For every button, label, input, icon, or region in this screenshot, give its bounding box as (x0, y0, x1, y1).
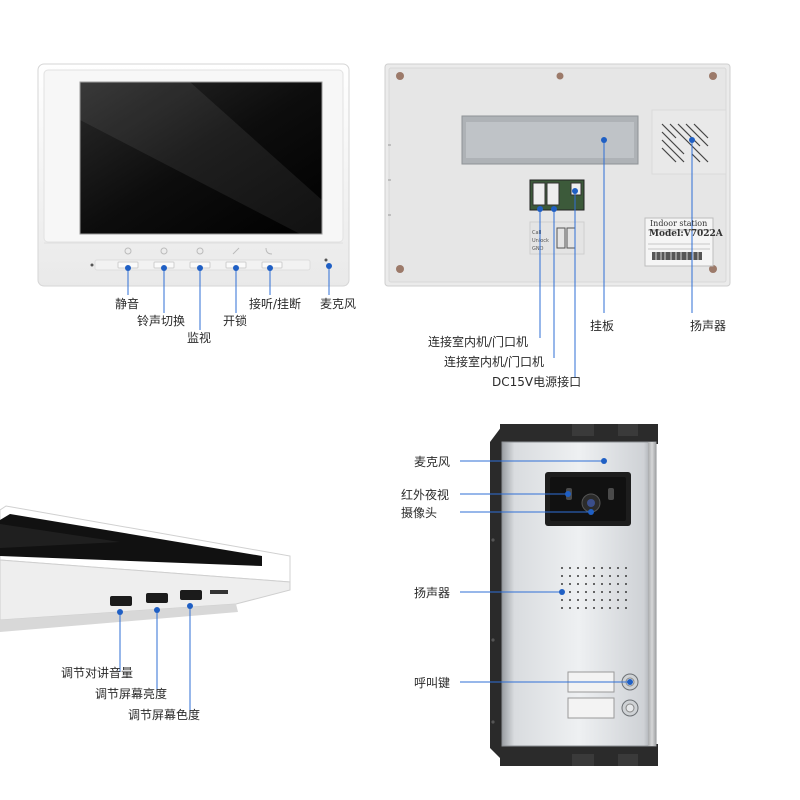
label-connect-2: 连接室内机/门口机 (444, 355, 545, 369)
label-answer-hangup: 接听/挂断 (249, 297, 302, 311)
svg-text:Call: Call (532, 230, 541, 236)
screw-icon (396, 72, 717, 273)
label-call-button: 呼叫键 (414, 676, 451, 690)
nameplate-line1: Indoor station (650, 219, 708, 228)
label-mount: 挂板 (590, 319, 615, 333)
name-card-2 (567, 697, 615, 719)
unlock-icon (232, 247, 240, 255)
mute-icon (124, 247, 132, 255)
label-mute: 静音 (115, 297, 140, 311)
volume-wheel[interactable] (110, 596, 132, 606)
label-ir-night: 红外夜视 (401, 488, 450, 502)
indoor-monitor-back: Call Unlock GND (384, 63, 731, 378)
speaker-holes (561, 567, 627, 609)
label-microphone-outdoor: 麦克风 (414, 455, 451, 469)
indoor-monitor-front (37, 63, 350, 330)
label-brightness: 调节屏幕亮度 (95, 687, 168, 701)
label-camera: 摄像头 (401, 506, 438, 520)
outdoor-door-station (460, 424, 658, 766)
svg-text:Unlock: Unlock (532, 238, 549, 244)
label-volume: 调节对讲音量 (61, 666, 134, 680)
color-wheel[interactable] (180, 590, 202, 600)
monitor-icon (196, 247, 204, 255)
label-microphone-front: 麦克风 (320, 297, 357, 311)
label-color: 调节屏幕色度 (128, 708, 201, 722)
label-unlock: 开锁 (223, 314, 248, 328)
label-connect-1: 连接室内机/门口机 (428, 335, 529, 349)
model-nameplate (644, 217, 714, 267)
label-ringtone: 铃声切换 (137, 314, 186, 328)
nameplate-line2: Model:V7022A (649, 229, 723, 239)
label-power: DC15V电源接口 (492, 375, 582, 389)
label-monitor: 监视 (187, 331, 212, 345)
ringtone-icon (160, 247, 168, 255)
label-speaker-outdoor: 扬声器 (414, 586, 451, 600)
indoor-monitor-side (0, 505, 291, 714)
mounting-plate (461, 115, 639, 165)
svg-text:GND: GND (532, 246, 544, 252)
camera-window (545, 472, 631, 526)
label-speaker-back: 扬声器 (690, 319, 727, 333)
speaker-grille (651, 109, 727, 175)
phone-icon (265, 247, 273, 255)
call-button-2[interactable] (621, 699, 639, 717)
brightness-wheel[interactable] (146, 593, 168, 603)
